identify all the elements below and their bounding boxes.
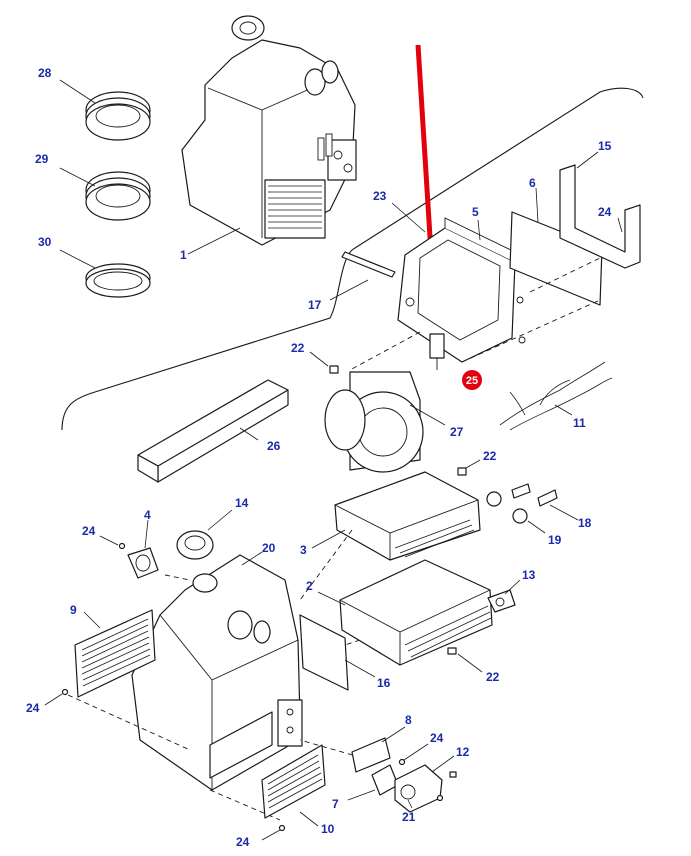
highlight-badge (462, 370, 482, 390)
callout-22c: 22 (486, 670, 500, 684)
callout-29: 29 (35, 152, 49, 166)
callout-1: 1 (180, 248, 187, 262)
heater-core-3 (334, 471, 481, 561)
highlight-label-25: 25 (466, 375, 478, 387)
grille-panel-10 (261, 744, 326, 819)
callout-20: 20 (262, 541, 276, 555)
callout-28: 28 (38, 66, 52, 80)
callout-7: 7 (332, 797, 339, 811)
callout-15: 15 (598, 139, 612, 153)
heater-housing-20 (131, 554, 303, 791)
wire-harness-11 (499, 361, 613, 431)
callout-22b: 22 (483, 449, 497, 463)
bolt-24-flange (118, 542, 126, 550)
callout-27: 27 (450, 425, 464, 439)
callout-8: 8 (405, 713, 412, 727)
mounting-frame (397, 217, 526, 363)
callout-19: 19 (548, 533, 562, 547)
callout-2: 2 (306, 579, 313, 593)
callout-23: 23 (373, 189, 387, 203)
callout-22a: 22 (291, 341, 305, 355)
gasket-16 (299, 614, 349, 691)
heater-unit-assembly (181, 15, 357, 246)
callout-5: 5 (472, 205, 479, 219)
callout-24e: 24 (236, 835, 250, 849)
foam-block-26 (137, 379, 289, 483)
callout-24c: 24 (26, 701, 40, 715)
nut-22-lower (447, 647, 457, 655)
gasket-plate (509, 211, 603, 306)
callout-14: 14 (235, 496, 249, 510)
fittings-18-19 (486, 483, 558, 524)
nut-22-middle (457, 467, 467, 476)
callout-12: 12 (456, 745, 470, 759)
grille-panel-9 (74, 609, 156, 698)
control-switch-12 (394, 764, 457, 813)
callout-6: 6 (529, 176, 536, 190)
callout-16: 16 (377, 676, 391, 690)
evaporator-2 (339, 559, 493, 666)
flange-4 (127, 547, 159, 579)
sensor-part-25 (429, 333, 445, 370)
callout-10: 10 (321, 822, 335, 836)
u-duct (559, 164, 641, 269)
section-separator-line (61, 87, 644, 431)
hose-coil-30 (85, 263, 151, 298)
callout-3: 3 (300, 543, 307, 557)
hose-coil-28 (85, 91, 151, 141)
bolt-24-bottom (278, 824, 286, 832)
callout-30: 30 (38, 235, 52, 249)
hose-coil-29 (85, 171, 151, 221)
rod-17 (341, 251, 396, 278)
callout-26: 26 (267, 439, 281, 453)
blower-27 (324, 371, 424, 473)
nut-22-upper (329, 365, 339, 374)
callout-4: 4 (144, 508, 151, 522)
cover-plate-8 (351, 737, 391, 773)
callout-17: 17 (308, 298, 322, 312)
callout-21: 21 (402, 810, 416, 824)
callout-24d: 24 (430, 731, 444, 745)
expansion-valve-13 (487, 589, 516, 613)
callout-24a: 24 (598, 205, 612, 219)
callout-11: 11 (573, 416, 586, 430)
bolt-24-left (61, 688, 69, 696)
callout-18: 18 (578, 516, 592, 530)
duct-ring-14 (176, 530, 214, 560)
callout-9: 9 (70, 603, 77, 617)
callout-24b: 24 (82, 524, 96, 538)
callout-13: 13 (522, 568, 536, 582)
